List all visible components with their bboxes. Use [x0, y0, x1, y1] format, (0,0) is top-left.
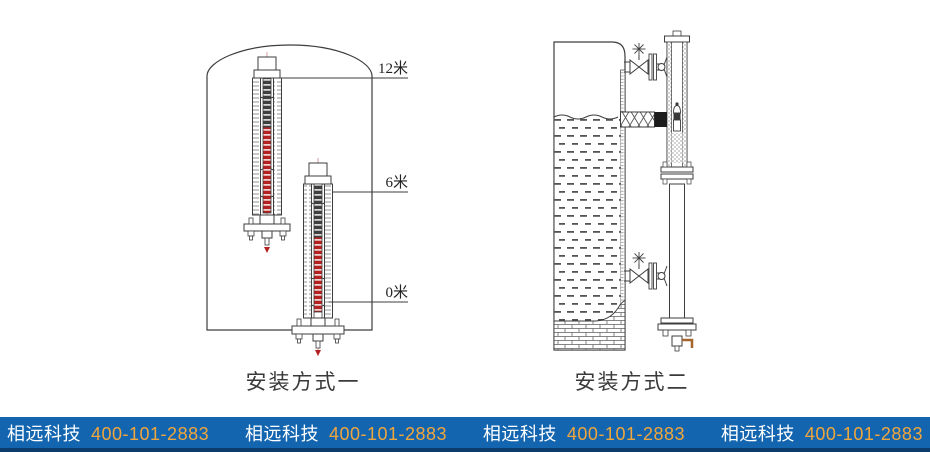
drain-tip [264, 247, 270, 253]
valve-handwheel [632, 252, 646, 264]
scale-strip-right [324, 183, 333, 319]
chamber-lower-fill [671, 133, 683, 163]
scale-strip-left [252, 77, 261, 216]
level-annotations: 12米 6米 0米 [281, 60, 408, 303]
flag-column-dark [262, 77, 272, 128]
drain-valve-body [671, 335, 683, 347]
magnetic-float [673, 102, 681, 132]
level-label-12m: 12米 [378, 60, 408, 77]
tank-outline [206, 44, 373, 331]
bottom-flange-and-drain [657, 317, 697, 352]
phone-number: 400-101-2883 [328, 423, 448, 444]
footer-item: 相远科技 400-101-2883 [7, 420, 209, 446]
figure-one-caption: 安装方式一 [245, 371, 361, 394]
scale-strip-right [273, 77, 282, 216]
valve-ball-joint [657, 63, 666, 71]
isolation-valve-top [624, 43, 668, 81]
gauge-top-cap [308, 162, 328, 177]
tank-with-liquid [553, 41, 626, 351]
level-label-6m: 6米 [385, 174, 408, 191]
gauge-top-cap [664, 35, 690, 43]
level-gauge-short [291, 158, 345, 356]
footer-banner-row: 相远科技 400-101-2883 相远科技 400-101-2883 相远科技 40… [0, 417, 930, 448]
level-label-0m: 0米 [385, 284, 408, 301]
flag-column-red [262, 126, 272, 214]
drain-tip [315, 350, 321, 356]
company-name: 相远科技 [482, 423, 557, 444]
phone-number: 400-101-2883 [566, 423, 686, 444]
magnet-block [654, 112, 667, 127]
tank-bottom-masonry [553, 298, 626, 351]
lower-standpipe [669, 183, 685, 319]
liquid-surface [553, 114, 619, 120]
valve-ball-joint [657, 272, 666, 280]
installation-method-one-diagram: 12米 6米 0米 [206, 44, 408, 356]
isolation-valve-bottom [624, 252, 668, 290]
gauge-top-cap [257, 56, 277, 71]
side-mounted-gauge [657, 30, 697, 352]
mounting-flange [243, 223, 291, 232]
mounting-flange [291, 325, 345, 335]
footer-item: 相远科技 400-101-2883 [245, 420, 447, 446]
drain-valve-handle [682, 338, 694, 348]
phone-number: 400-101-2883 [91, 423, 210, 444]
level-gauge-tall [243, 52, 291, 253]
footer-bottom-strip [0, 448, 930, 452]
footer-banner: 相远科技 400-101-2883 相远科技 400-101-2883 相远科技 40… [0, 417, 930, 452]
connection-pipe [620, 111, 667, 128]
valve-handwheel [632, 43, 646, 55]
footer-item: 相远科技 400-101-2883 [721, 420, 923, 446]
installation-method-two-diagram [553, 30, 697, 352]
liquid-fill [554, 119, 621, 321]
chamber-flange [660, 161, 694, 185]
company-name: 相远科技 [244, 423, 319, 444]
phone-number: 400-101-2883 [804, 423, 923, 444]
footer-item: 相远科技 400-101-2883 [483, 420, 685, 446]
figure-two-caption: 安装方式二 [574, 371, 690, 394]
scale-strip-left [303, 183, 312, 319]
company-name: 相远科技 [720, 423, 795, 444]
company-name: 相远科技 [7, 423, 81, 444]
flag-column-dark [313, 183, 323, 238]
flag-column-red [313, 236, 323, 313]
